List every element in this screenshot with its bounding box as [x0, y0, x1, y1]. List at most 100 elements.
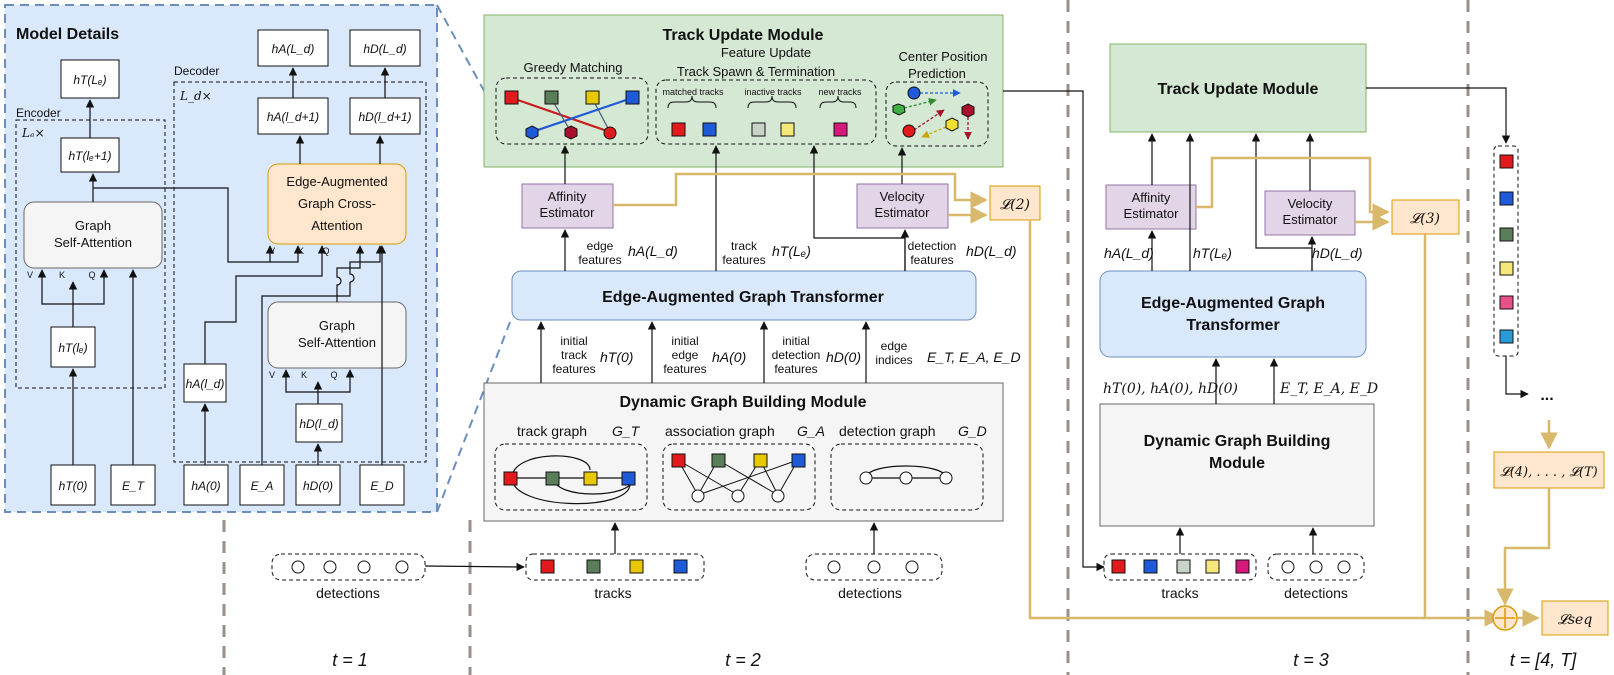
t3-inputs-left: hT(0), hA(0), hD(0) — [1103, 381, 1238, 397]
matched-tracks-label: matched tracks — [662, 87, 724, 97]
t3-tracks-label: tracks — [1161, 585, 1198, 601]
model-details-title: Model Details — [16, 26, 119, 43]
input-EA: E_A — [251, 479, 274, 493]
node-hD-ld: hD(l_d) — [299, 417, 338, 431]
vkq-k-enc: K — [59, 270, 65, 280]
inactive-tracks-label: inactive tracks — [744, 87, 802, 97]
vkq-v-enc: V — [27, 270, 33, 280]
node-hT-le: hT(lₑ) — [58, 341, 87, 355]
track-spawn-label: Track Spawn & Termination — [677, 64, 835, 79]
track-graph-label: track graph — [517, 423, 587, 439]
t3-hA-Ld: hA(L_d) — [1104, 245, 1154, 261]
t2-hT-Le: hT(Lₑ) — [772, 243, 811, 259]
node-hD-Ld: hD(L_d) — [363, 42, 406, 56]
gm-green-track — [544, 90, 559, 105]
G-T-symbol: G_T — [612, 423, 641, 439]
t3-detections-label: detections — [1284, 585, 1348, 601]
decoder-label: Decoder — [174, 64, 219, 78]
timestep-label-1: t = 1 — [332, 650, 368, 670]
G-A-symbol: G_A — [797, 423, 825, 439]
t2-track-update-title: Track Update Module — [663, 27, 824, 44]
t2-hD0: hD(0) — [826, 349, 861, 365]
node-hA-ld1: hA(l_d+1) — [267, 110, 319, 124]
t2-dgb-title[interactable]: Dynamic Graph Building Module — [619, 394, 866, 411]
timestep-2: Track Update Module Greedy Matching Feat… — [483, 14, 1502, 627]
t2-hD-Ld: hD(L_d) — [966, 243, 1017, 259]
decoder-repeat-label: L_d× — [179, 89, 212, 103]
feature-update-label: Feature Update — [721, 45, 811, 60]
gm-blue-track — [625, 90, 640, 105]
timestep-label-4-T: t = [4, T] — [1510, 650, 1578, 670]
vkq-k-dec: K — [301, 370, 307, 380]
timestep-1-detections: detections — [271, 553, 525, 601]
center-position-label: Center Position — [899, 49, 988, 64]
t2-loss-L2: 𝓛(2) — [1000, 197, 1030, 213]
input-hD0: hD(0) — [303, 479, 333, 493]
node-hT-Le: hT(Lₑ) — [73, 73, 106, 87]
gm-yellow-track — [585, 90, 600, 105]
timestep-label-2: t = 2 — [725, 650, 761, 670]
vkq-q-enc: Q — [88, 270, 95, 280]
t2-hT0: hT(0) — [600, 349, 633, 365]
t4-ellipsis: ... — [1540, 387, 1553, 404]
t3-hD-Ld: hD(L_d) — [1312, 245, 1363, 261]
input-ET: E_T — [122, 479, 146, 493]
t3-loss-L3: 𝓛(3) — [1410, 211, 1440, 227]
prediction-label: Prediction — [908, 66, 966, 81]
vkq-q-dec: Q — [330, 370, 337, 380]
t2-hA0: hA(0) — [712, 349, 746, 365]
G-D-symbol: G_D — [958, 423, 987, 439]
association-graph-label: association graph — [665, 423, 775, 439]
t3-track-update-title[interactable]: Track Update Module — [1158, 81, 1319, 98]
loss-seq: 𝓛seq — [1558, 612, 1593, 628]
t2-edge-sets: E_T, E_A, E_D — [927, 349, 1021, 365]
t3-hT-Le: hT(Lₑ) — [1193, 245, 1232, 261]
model-details-panel: Model Details Encoder Lₑ× Decoder L_d× — [4, 4, 511, 513]
encoder-label: Encoder — [16, 106, 61, 120]
t4-loss-range: 𝓛(4), . . . , 𝓛(T) — [1500, 465, 1597, 480]
t2-tracks-label: tracks — [594, 585, 631, 601]
input-hT0: hT(0) — [59, 479, 88, 493]
gm-red-track — [504, 90, 519, 105]
vkq-q-cross: Q — [322, 246, 329, 256]
node-hA-ld: hA(l_d) — [186, 377, 225, 391]
t2-hA-Ld: hA(L_d) — [628, 243, 678, 259]
t1-detections-label: detections — [316, 585, 380, 601]
vkq-v-dec: V — [269, 370, 275, 380]
input-hA0: hA(0) — [191, 479, 220, 493]
node-hT-le1: hT(lₑ+1) — [69, 149, 112, 163]
vkq-k-cross: K — [298, 246, 304, 256]
input-ED: E_D — [370, 479, 394, 493]
encoder-repeat-label: Lₑ× — [21, 126, 45, 140]
node-hD-ld1: hD(l_d+1) — [358, 110, 411, 124]
t3-inputs-right: E_T, E_A, E_D — [1279, 381, 1378, 397]
timestep-label-3: t = 3 — [1293, 650, 1329, 670]
t2-edge-augmented-graph-transformer[interactable]: Edge-Augmented Graph Transformer — [602, 289, 884, 306]
timestep-separators — [222, 0, 1470, 675]
timestep-4-T: ... 𝓛(4), . . . , 𝓛(T) 𝓛seq — [1492, 145, 1609, 636]
detection-graph-label: detection graph — [839, 423, 936, 439]
t2-detections-label: detections — [838, 585, 902, 601]
new-tracks-label: new tracks — [818, 87, 862, 97]
node-hA-Ld: hA(L_d) — [272, 42, 315, 56]
greedy-matching-label: Greedy Matching — [524, 60, 623, 75]
